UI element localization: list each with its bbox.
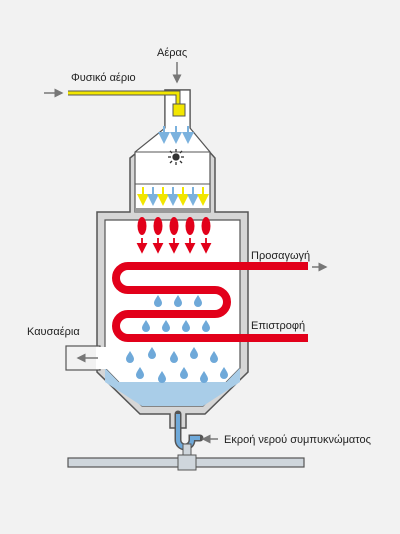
condensate-drain-label: Εκροή νερού συμπυκνώματος [224, 434, 371, 446]
gas-pipe [68, 90, 181, 106]
fan-icon [168, 149, 184, 165]
supply-label: Προσαγωγή [251, 250, 311, 262]
air-label: Αέρας [157, 47, 188, 59]
gas-valve [172, 103, 186, 117]
air-gas-mix-arrows [137, 187, 209, 206]
burner [135, 208, 210, 213]
heating-coil [112, 262, 308, 342]
flue-gas-label: Καυσαέρια [27, 326, 80, 338]
condensate-siphon [174, 410, 204, 451]
flames [137, 217, 211, 235]
air-flow-arrows-top [158, 126, 194, 144]
hot-gas-arrows [136, 238, 212, 254]
natural-gas-label: Φυσικό αέριο [71, 72, 136, 84]
return-label: Επιστροφή [251, 320, 306, 332]
